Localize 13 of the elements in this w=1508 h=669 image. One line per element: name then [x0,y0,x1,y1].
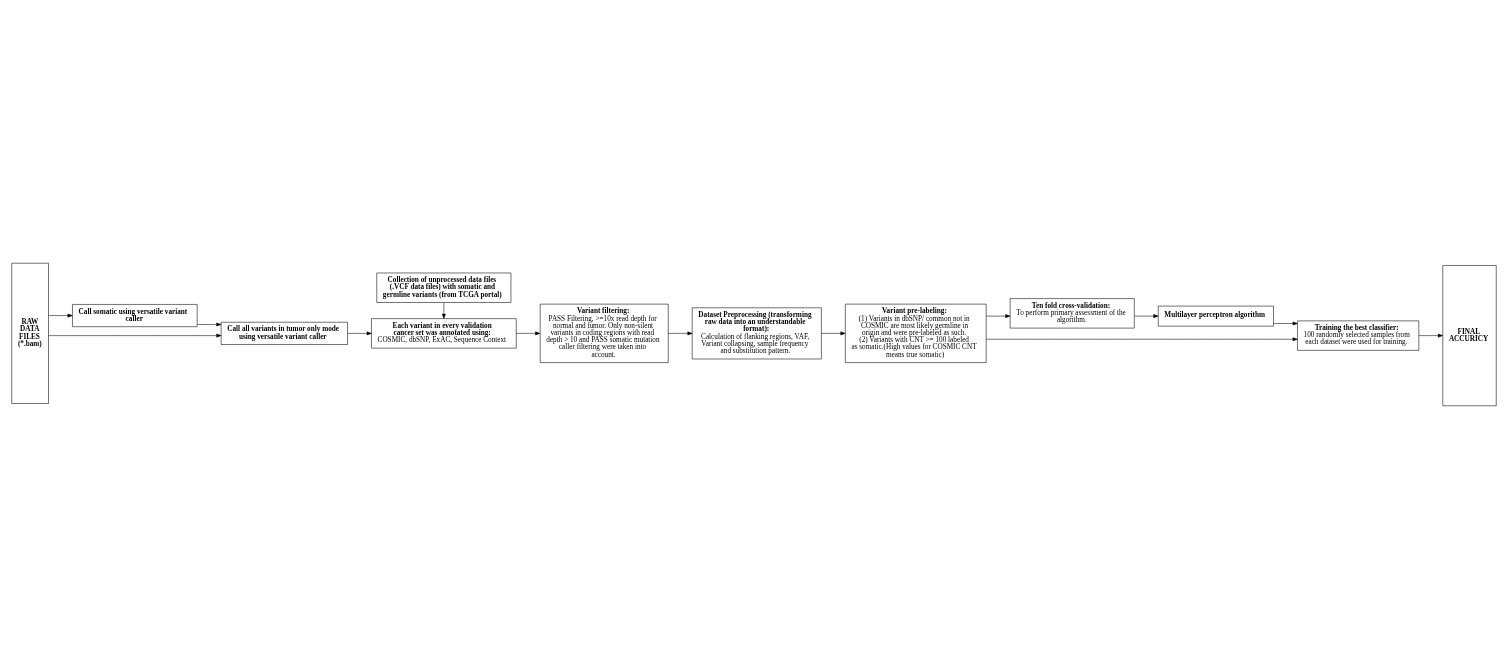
arrow [1418,333,1443,338]
arrow [442,302,446,319]
arrow [347,331,372,336]
arrow [48,333,222,338]
arrow [48,313,73,318]
arrow [986,337,1298,342]
arrow [197,322,222,327]
arrow [821,331,846,336]
arrow [668,331,693,336]
arrow [516,331,541,336]
arrow [1134,314,1159,318]
arrow [985,314,1011,318]
arrow [1273,321,1298,326]
